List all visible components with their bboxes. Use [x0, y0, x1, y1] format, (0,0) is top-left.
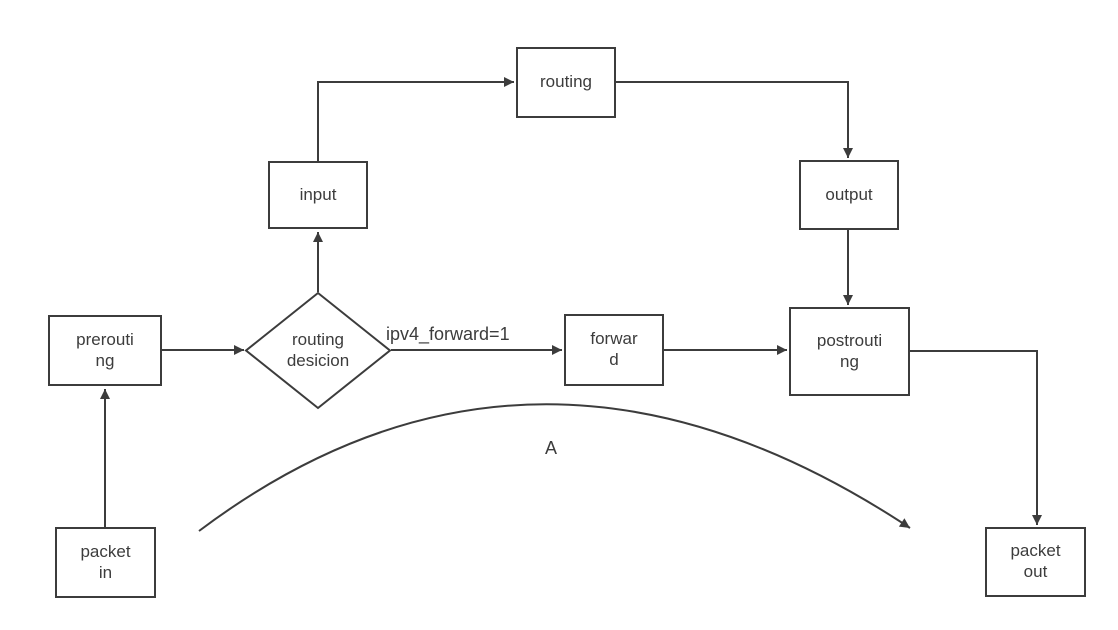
edge-postrouting-to-packetout-arrow — [910, 350, 1042, 525]
edge-bypass-curve-arrow — [198, 403, 911, 532]
node-routing-decision: routing desicion — [253, 328, 383, 374]
node-output-label: output — [825, 184, 873, 204]
edge-label-bypass-curve: A — [545, 438, 558, 458]
node-packet-in: packet in — [55, 527, 156, 598]
node-routing-label: routing — [540, 72, 592, 92]
node-packet-out: packet out — [985, 527, 1086, 597]
node-input: input — [268, 161, 368, 229]
node-packet-in-label: packet in — [80, 541, 131, 582]
node-prerouting: prerouti ng — [48, 315, 162, 386]
node-output: output — [799, 160, 899, 230]
edge-input-to-routing-arrow — [317, 77, 514, 161]
node-forward-label: forwar d — [590, 329, 638, 369]
node-postrouting: postrouti ng — [789, 307, 910, 396]
node-postrouting-label: postrouti ng — [816, 330, 883, 371]
node-forward: forwar d — [564, 314, 664, 386]
node-prerouting-label: prerouti ng — [76, 329, 134, 370]
node-input-label: input — [299, 184, 337, 204]
node-routing: routing — [516, 47, 616, 118]
node-routing-decision-label: routing desicion — [286, 330, 350, 370]
node-routing-decision-diamond-shape — [244, 291, 392, 410]
edge-routing-to-output-arrow — [616, 81, 853, 158]
edge-label-ipv4-forward: ipv4_forward=1 — [386, 324, 510, 344]
node-packet-out-label: packet out — [1010, 541, 1061, 581]
